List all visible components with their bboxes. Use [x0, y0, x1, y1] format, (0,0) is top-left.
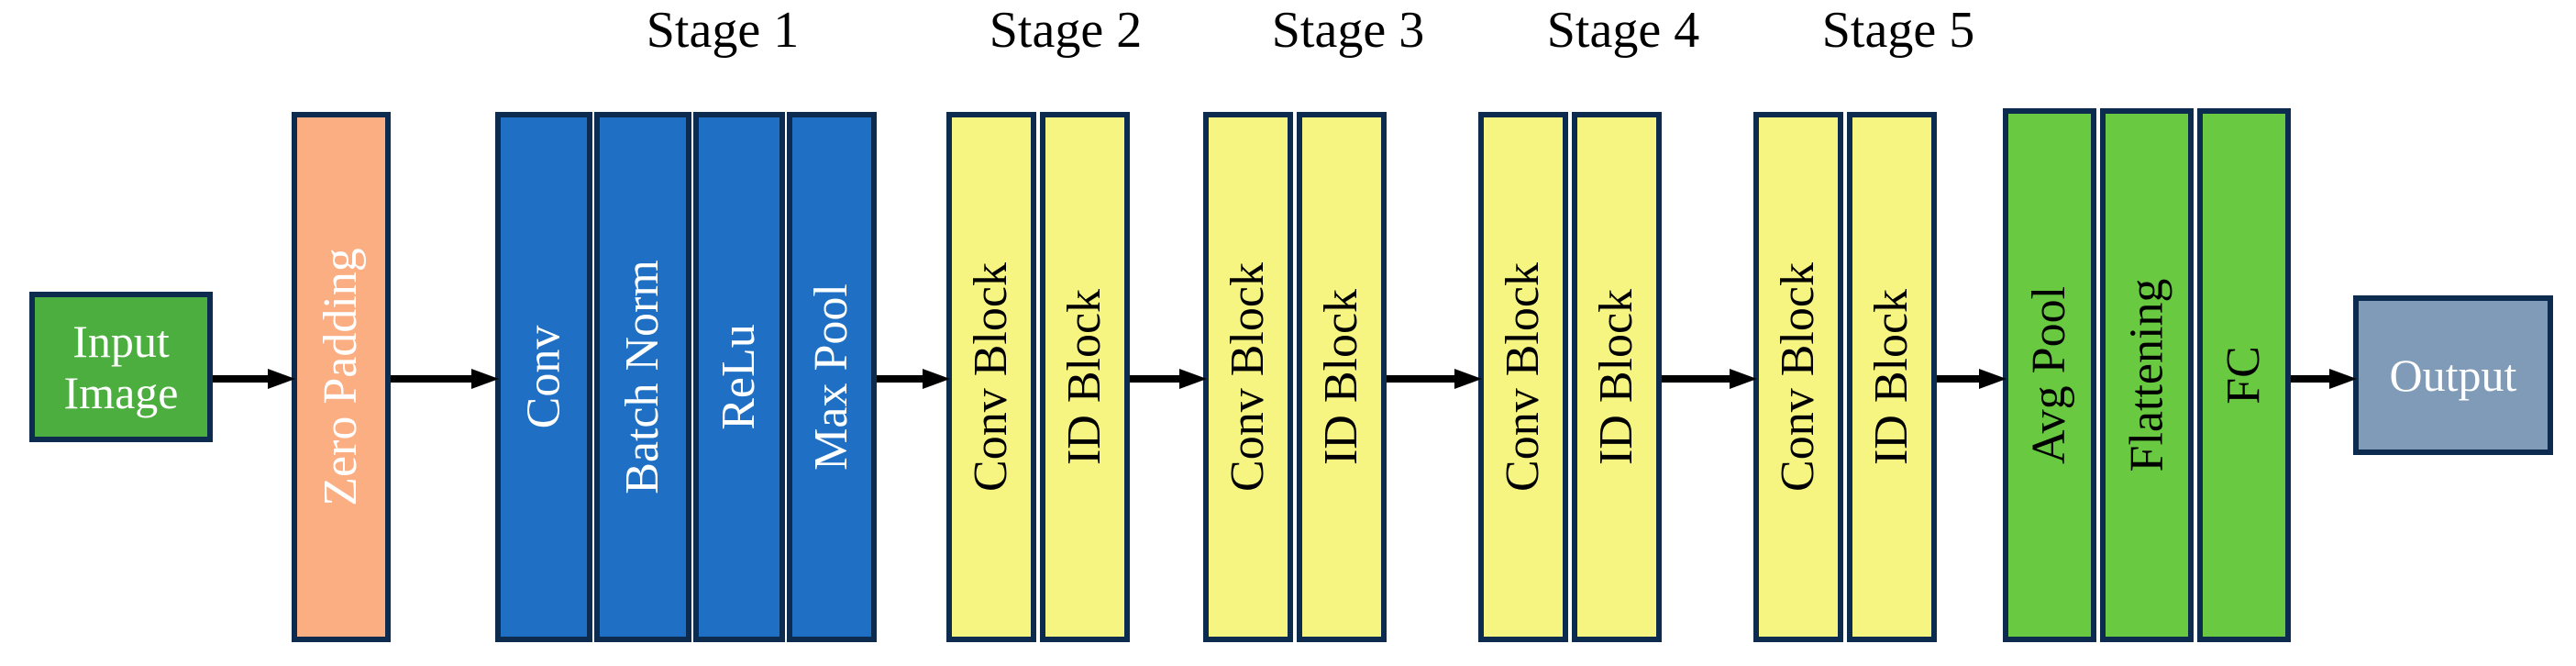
block-label-stage1-max-pool: Max Pool — [805, 283, 857, 471]
stage-label-1: Stage 1 — [646, 2, 800, 59]
block-label-avg-pool: Avg Pool — [2023, 285, 2075, 465]
block-zero-padding[interactable]: Zero Padding — [292, 112, 391, 642]
arrow-stage3-to-stage4 — [1387, 367, 1482, 391]
block-label-stage1-batch-norm: Batch Norm — [616, 260, 669, 494]
block-stage4-conv-block[interactable]: Conv Block — [1478, 112, 1568, 642]
block-label-stage4-id-block: ID Block — [1590, 288, 1642, 466]
block-stage1-relu[interactable]: ReLu — [693, 112, 785, 642]
arrow-glyph-icon — [391, 369, 499, 389]
arrow-glyph-icon — [1387, 369, 1482, 389]
arrow-glyph-icon — [877, 369, 950, 389]
block-label-stage2-id-block: ID Block — [1058, 288, 1111, 466]
block-label-stage2-conv-block: Conv Block — [965, 262, 1017, 492]
block-stage1-max-pool[interactable]: Max Pool — [787, 112, 877, 642]
arrow-stage4-to-stage5 — [1662, 367, 1757, 391]
arrow-glyph-icon — [1937, 369, 2007, 389]
block-stage3-conv-block[interactable]: Conv Block — [1203, 112, 1293, 642]
block-stage4-id-block[interactable]: ID Block — [1572, 112, 1662, 642]
label-line: Image — [63, 367, 179, 418]
block-stage3-id-block[interactable]: ID Block — [1297, 112, 1387, 642]
block-output[interactable]: Output — [2353, 295, 2553, 455]
arrow-input-to-zero-padding — [213, 367, 295, 391]
block-label-stage5-id-block: ID Block — [1865, 288, 1918, 466]
block-label-stage4-conv-block: Conv Block — [1497, 262, 1549, 492]
arrow-stage2-to-stage3 — [1130, 367, 1207, 391]
stage-label-2: Stage 2 — [989, 2, 1143, 59]
block-label-stage3-id-block: ID Block — [1315, 288, 1367, 466]
stage-label-3: Stage 3 — [1271, 2, 1425, 59]
block-label-stage5-conv-block: Conv Block — [1772, 262, 1824, 492]
block-label-stage1-relu: ReLu — [713, 324, 765, 430]
arrow-glyph-icon — [213, 369, 295, 389]
arrow-glyph-icon — [1130, 369, 1207, 389]
block-fc[interactable]: FC — [2197, 108, 2291, 642]
block-avg-pool[interactable]: Avg Pool — [2003, 108, 2096, 642]
block-stage5-id-block[interactable]: ID Block — [1847, 112, 1937, 642]
label-line: Input — [72, 316, 170, 367]
block-label-fc: FC — [2217, 346, 2270, 405]
arrow-stage5-to-avgpool — [1937, 367, 2007, 391]
block-stage5-conv-block[interactable]: Conv Block — [1753, 112, 1843, 642]
block-flattening[interactable]: Flattening — [2100, 108, 2194, 642]
block-label-output: Output — [2389, 350, 2517, 401]
stage-label-5: Stage 5 — [1821, 2, 1975, 59]
block-stage2-id-block[interactable]: ID Block — [1040, 112, 1130, 642]
arrow-fc-to-output — [2291, 367, 2357, 391]
block-label-flattening: Flattening — [2120, 278, 2172, 472]
stage-label-4: Stage 4 — [1546, 2, 1700, 59]
block-label-zero-padding: Zero Padding — [315, 248, 368, 506]
arrow-zero-padding-to-stage1 — [391, 367, 499, 391]
block-stage2-conv-block[interactable]: Conv Block — [946, 112, 1036, 642]
block-label-stage1-conv: Conv — [517, 325, 569, 429]
block-label-stage3-conv-block: Conv Block — [1222, 262, 1274, 492]
arrow-glyph-icon — [2291, 369, 2357, 389]
block-stage1-conv[interactable]: Conv — [495, 112, 592, 642]
arrow-glyph-icon — [1662, 369, 1757, 389]
block-stage1-batch-norm[interactable]: Batch Norm — [594, 112, 691, 642]
arrow-stage1-to-stage2 — [877, 367, 950, 391]
